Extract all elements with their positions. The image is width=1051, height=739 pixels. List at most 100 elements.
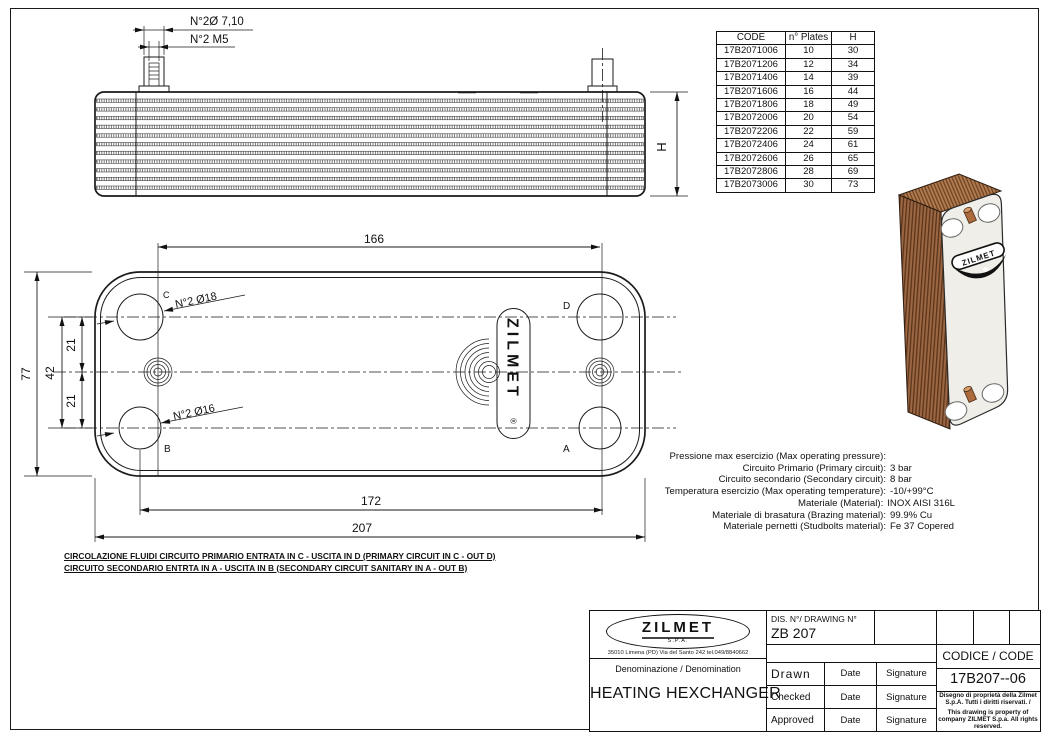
spec-value: 3 bar [890,462,912,474]
date-label: Date [824,709,876,731]
spec-row: Pressione max esercizio (Max operating p… [555,451,955,463]
port-a [578,406,622,450]
embossed-ripples [455,338,500,406]
note-primary-circuit: CIRCOLAZIONE FLUIDI CIRCUITO PRIMARIO EN… [64,551,496,561]
date-label: Date [824,686,876,708]
h-cell: 39 [831,71,875,86]
spec-value: 8 bar [890,474,912,486]
h-cell: 44 [831,84,875,100]
spec-label: Materiale pernetti (Studbolts material): [723,521,886,533]
code-cell: 17B2072406 [716,138,786,153]
table-header-row: CODE n° Plates H [716,30,875,46]
side-view: N°2Ø 7,10 N°2 M5 H [94,16,688,197]
spec-label: Materiale di brasatura (Brazing material… [712,509,886,521]
port-c-label: C [163,290,170,300]
col-header-h: H [831,30,875,46]
plates-cell: 16 [785,84,832,100]
logo-capsule [496,308,531,439]
code-cell: 17B2071806 [716,98,786,113]
plates-cell: 24 [785,138,832,153]
role-label: Checked [771,691,811,703]
spec-value: -10/+99°C [890,486,934,498]
plates-cell: 28 [785,165,832,180]
port-a-label: A [563,444,570,455]
title-block: ZILMET S.P.A. 35010 Limena (PD) Via del … [589,610,1041,732]
stud-thread-label: N°2 M5 [190,34,228,46]
h-cell: 49 [831,98,875,113]
spec-row: Circuito secondario (Secondary circuit):… [555,474,955,486]
spec-label: Pressione max esercizio (Max operating p… [669,451,886,462]
front-left-studbolt [143,357,173,387]
code-cell: 17B2071206 [716,57,786,73]
spec-row: Temperatura esercizio (Max operating tem… [555,486,955,498]
dim-166: 166 [364,232,384,246]
plates-cell: 20 [785,111,832,126]
code-label: CODICE / CODE [942,649,1034,663]
h-cell: 54 [831,111,875,126]
code-cell: 17B2072806 [716,165,786,180]
port-d-label: D [563,301,570,312]
plates-cell: 14 [785,71,832,86]
company-address: 35010 Limena (PD) Via del Santo 242 tel.… [607,650,749,656]
code-cell: 17B2071606 [716,84,786,100]
photo-port-bottom-right [981,383,1005,403]
photo-stud-bottom [963,385,977,403]
code-value: 17B207--06 [950,671,1026,687]
spec-row: Materiale pernetti (Studbolts material):… [555,521,955,533]
port-b-label: B [164,444,171,455]
spec-label: Circuito Primario (Primary circuit): [742,462,886,474]
plates-cell: 26 [785,151,832,167]
note-secondary-circuit: CIRCUITO SECONDARIO ENTRTA IN A - USCITA… [64,562,468,573]
right-stud [587,48,618,122]
role-label: Drawn [771,666,811,681]
plates-cell: 12 [785,57,832,73]
h-cell: 73 [831,178,875,193]
dim-42: 42 [43,366,57,380]
front-logo-registered-icon: ® [509,418,518,424]
spec-value: 99.9% Cu [890,509,933,521]
code-cell: 17B2072206 [716,124,786,140]
plates-cell: 22 [785,124,832,140]
port-b [118,406,162,450]
spec-label: Materiale (Material): [797,497,884,509]
signature-label: Signature [876,662,936,685]
copyright-notice: Disegno di proprietà della Zilmet S.p.A.… [937,692,1039,731]
stud-diameter-label: N°2Ø 7,10 [190,16,244,28]
dim-21-bottom: 21 [64,394,78,408]
front-right-studbolt [585,357,615,387]
date-label: Date [824,662,876,685]
h-cell: 30 [831,44,875,59]
signature-label: Signature [876,709,936,731]
spec-label: Circuito secondario (Secondary circuit): [718,474,886,486]
front-view: ZILMET ® C D B A N°2 Ø18 N°2 Ø16 166 172… [19,232,684,542]
dim-207: 207 [352,521,372,535]
code-cell: 17B2072606 [716,151,786,167]
copyright-english: This drawing is property of company ZILM… [938,708,1038,730]
h-cell: 69 [831,165,875,180]
company-logo: ZILMET S.P.A. [606,614,750,649]
port-c [116,293,164,341]
approval-row-drawn: Drawn Date Signature [766,662,936,685]
company-logo-text: ZILMET [641,619,715,639]
code-cell: 17B2072006 [716,111,786,126]
col-header-code: CODE [716,30,786,46]
company-logo-subtext: S.P.A. [667,638,689,644]
plates-cell: 18 [785,98,832,113]
photo-stud-top [963,206,977,224]
dim-172: 172 [361,494,381,508]
height-dim-label: H [654,142,669,151]
h-cell: 59 [831,124,875,140]
port-d [576,293,624,341]
drawing-number-label: DIS. N°/ DRAWING N° [771,614,857,624]
plates-cell: 30 [785,178,832,193]
dim-21-top: 21 [64,338,78,352]
